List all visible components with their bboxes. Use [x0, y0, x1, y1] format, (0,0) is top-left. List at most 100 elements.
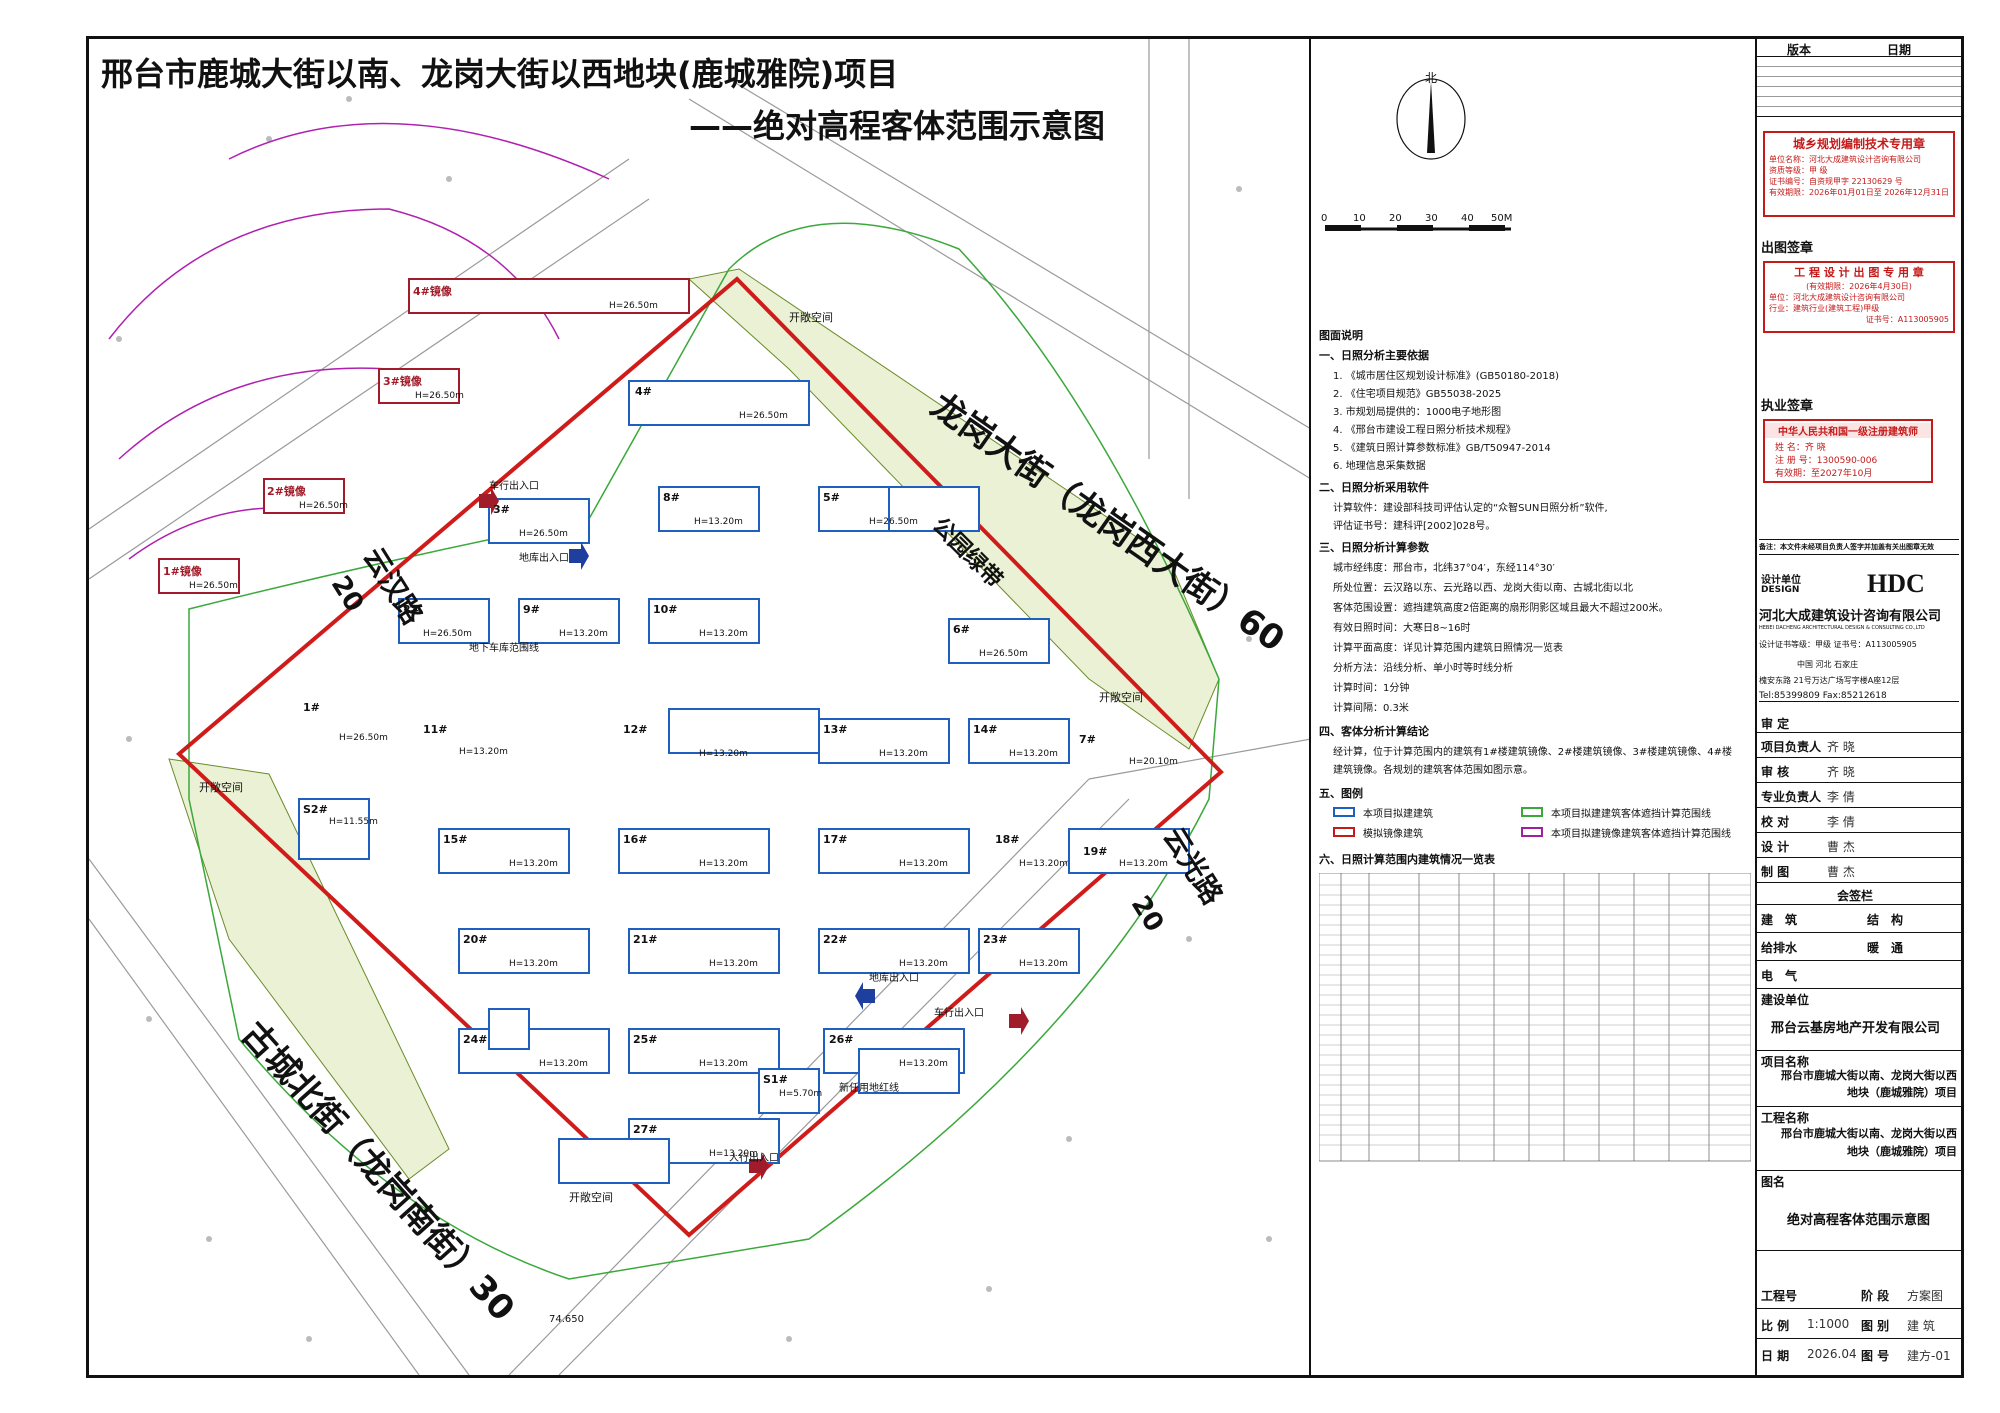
mirror-building-height: H=26.50m	[415, 391, 464, 401]
building-height: H=13.20m	[699, 629, 748, 639]
mirror-building-height: H=26.50m	[609, 301, 658, 311]
stamp-title: 工 程 设 计 出 图 专 用 章	[1794, 266, 1924, 279]
client-label: 建设单位	[1761, 993, 1810, 1007]
notes-line: 计算时间：1分钟	[1333, 683, 1410, 694]
building-height: H=13.20m	[539, 1059, 588, 1069]
stamp-line: 有效期限：2026年01月01日至 2026年12月31日	[1769, 188, 1949, 197]
legend-swatch	[1521, 807, 1543, 817]
building-height: H=13.20m	[509, 859, 558, 869]
building-label: 4#	[635, 385, 652, 398]
title-block: 版本 日期 城乡规划编制技术专用章 单位名称：河北大成建筑设计咨询有限公司 资质…	[1757, 39, 1961, 1375]
drawing-row: 图名 绝对高程客体范围示意图	[1757, 1171, 1961, 1251]
building-height: H=13.20m	[509, 959, 558, 969]
meta-label: 阶 段	[1861, 1289, 1890, 1303]
scale-tick: 10	[1353, 213, 1366, 224]
open-space-label: 开敞空间	[199, 781, 243, 794]
stamp-title: 中华人民共和国一级注册建筑师	[1765, 423, 1931, 438]
mirror-building-label: 2#镜像	[267, 485, 306, 498]
discipline-label: 结 构	[1867, 913, 1904, 927]
open-space-label: 开敞空间	[1099, 691, 1143, 704]
discipline-label: 暖 通	[1867, 941, 1904, 955]
drawing-label: 图名	[1761, 1175, 1786, 1189]
notes-line: 计算间隔：0.3米	[1333, 703, 1409, 714]
discipline-row: 电 气	[1757, 961, 1961, 989]
issue-seal-label: 出图签章	[1761, 241, 1814, 256]
notes-line: 1. 《城市居住区规划设计标准》(GB50180-2018)	[1333, 371, 1560, 382]
notes-line: 计算平面高度：详见计算范围内建筑日照情况一览表	[1333, 643, 1563, 654]
firm-name-en: HEBEI DACHENG ARCHITECTURAL DESIGN & CON…	[1759, 625, 1925, 631]
building-label: 21#	[633, 933, 658, 946]
building-height: H=26.50m	[979, 649, 1028, 659]
approval-row: 审 定	[1757, 711, 1961, 733]
building-label: 17#	[823, 833, 848, 846]
role-name: 曹 杰	[1827, 865, 1855, 879]
stamp-line: 行业：建筑行业(建筑工程)甲级	[1769, 304, 1880, 313]
basement-boundary-label: 地下车库范围线	[469, 643, 539, 654]
role-name: 曹 杰	[1827, 840, 1855, 854]
building-label: 9#	[523, 603, 540, 616]
building-height: H=13.20m	[709, 959, 758, 969]
drawing-title-line1: 邢台市鹿城大街以南、龙岗大街以西地块(鹿城雅院)项目	[101, 55, 899, 93]
building-height: H=13.20m	[559, 629, 608, 639]
site-plan: 邢台市鹿城大街以南、龙岗大街以西地块(鹿城雅院)项目 ——绝对高程客体范围示意图…	[89, 39, 1311, 1375]
role-name: 齐 晓	[1827, 740, 1855, 754]
building-height: H=13.20m	[899, 1059, 948, 1069]
notes-line: 计算软件：建设部科技司评估认定的“众智SUN日照分析”软件,	[1333, 503, 1608, 514]
meta-label: 图 号	[1861, 1349, 1890, 1363]
building-height: H=26.50m	[339, 733, 388, 743]
basement-entrance-label: 地库出入口	[869, 973, 919, 984]
building-label: 6#	[953, 623, 970, 636]
car-entrance-label: 车行出入口	[489, 481, 539, 492]
building-label: 3#	[493, 503, 510, 516]
notes-section-5: 五、图例	[1319, 787, 1363, 800]
building-height: H=5.70m	[779, 1089, 823, 1099]
role-name: 齐 晓	[1827, 765, 1855, 779]
work-label: 工程名称	[1761, 1111, 1810, 1125]
scale-tick: 0	[1321, 213, 1328, 224]
building-label: S2#	[303, 803, 328, 816]
stamp-line: 单位名称：河北大成建筑设计咨询有限公司	[1769, 155, 1921, 164]
meta-row: 日 期 2026.04 图 号 建方-01	[1757, 1339, 1961, 1371]
legend-label: 模拟镜像建筑	[1363, 829, 1423, 840]
meta-label: 日 期	[1761, 1349, 1790, 1363]
scale-tick: 30	[1425, 213, 1438, 224]
project-name: 邢台市鹿城大街以南、龙岗大街以西地块（鹿城雅院）项目	[1781, 1069, 1957, 1099]
notes-panel: 北 0 10 20 30 40 50M 图面说明 一、日照分析主要依据 1. 《…	[1311, 39, 1757, 1375]
planning-seal-stamp: 城乡规划编制技术专用章 单位名称：河北大成建筑设计咨询有限公司 资质等级：甲 级…	[1763, 131, 1955, 217]
building-label: 8#	[663, 491, 680, 504]
legend-label: 本项目拟建建筑	[1363, 809, 1433, 820]
building-height: H=26.50m	[423, 629, 472, 639]
legend-label: 本项目拟建建筑客体遮挡计算范围线	[1551, 809, 1711, 820]
design-unit-label: 设计单位	[1761, 575, 1801, 586]
work-name: 邢台市鹿城大街以南、龙岗大街以西地块（鹿城雅院）项目	[1781, 1127, 1957, 1158]
building-height: H=13.20m	[1019, 959, 1068, 969]
revision-header: 版本 日期	[1757, 39, 1961, 57]
scale-tick: 20	[1389, 213, 1402, 224]
role-label: 专业负责人	[1761, 790, 1822, 804]
building-height: H=13.20m	[699, 749, 748, 759]
notes-line: 3. 市规划局提供的：1000电子地形图	[1333, 407, 1502, 418]
drawing-sheet: 邢台市鹿城大街以南、龙岗大街以西地块(鹿城雅院)项目 ——绝对高程客体范围示意图…	[86, 36, 1964, 1378]
role-label: 制 图	[1761, 865, 1790, 879]
building-label: 23#	[983, 933, 1008, 946]
notes-line: 客体范围设置：遮挡建筑高度2倍距离的扇形阴影区域且最大不超过200米。	[1333, 603, 1669, 614]
meta-row: 比 例 1:1000 图 别 建 筑	[1757, 1309, 1961, 1339]
mirror-building-label: 1#镜像	[163, 565, 202, 578]
firm-city: 中国 河北 石家庄	[1797, 660, 1859, 669]
notes-section-4: 四、客体分析计算结论	[1319, 725, 1429, 738]
role-row: 审 核 齐 晓	[1757, 758, 1961, 783]
red-line-label: 新任用地红线	[839, 1083, 899, 1094]
building-label: 22#	[823, 933, 848, 946]
stamp-line: 注 册 号：1300590-006	[1775, 456, 1878, 466]
building-label: 20#	[463, 933, 488, 946]
revision-lines	[1757, 57, 1961, 117]
role-label: 校 对	[1761, 815, 1790, 829]
building-label: 27#	[633, 1123, 658, 1136]
meta-value: 2026.04	[1807, 1347, 1857, 1361]
building-label: 14#	[973, 723, 998, 736]
work-row: 工程名称 邢台市鹿城大街以南、龙岗大街以西地块（鹿城雅院）项目	[1757, 1107, 1961, 1171]
site-plan-graphics	[89, 39, 1309, 1375]
building-label: 12#	[623, 723, 648, 736]
building-height: H=26.50m	[739, 411, 788, 421]
open-space-label: 开敞空间	[789, 311, 833, 324]
